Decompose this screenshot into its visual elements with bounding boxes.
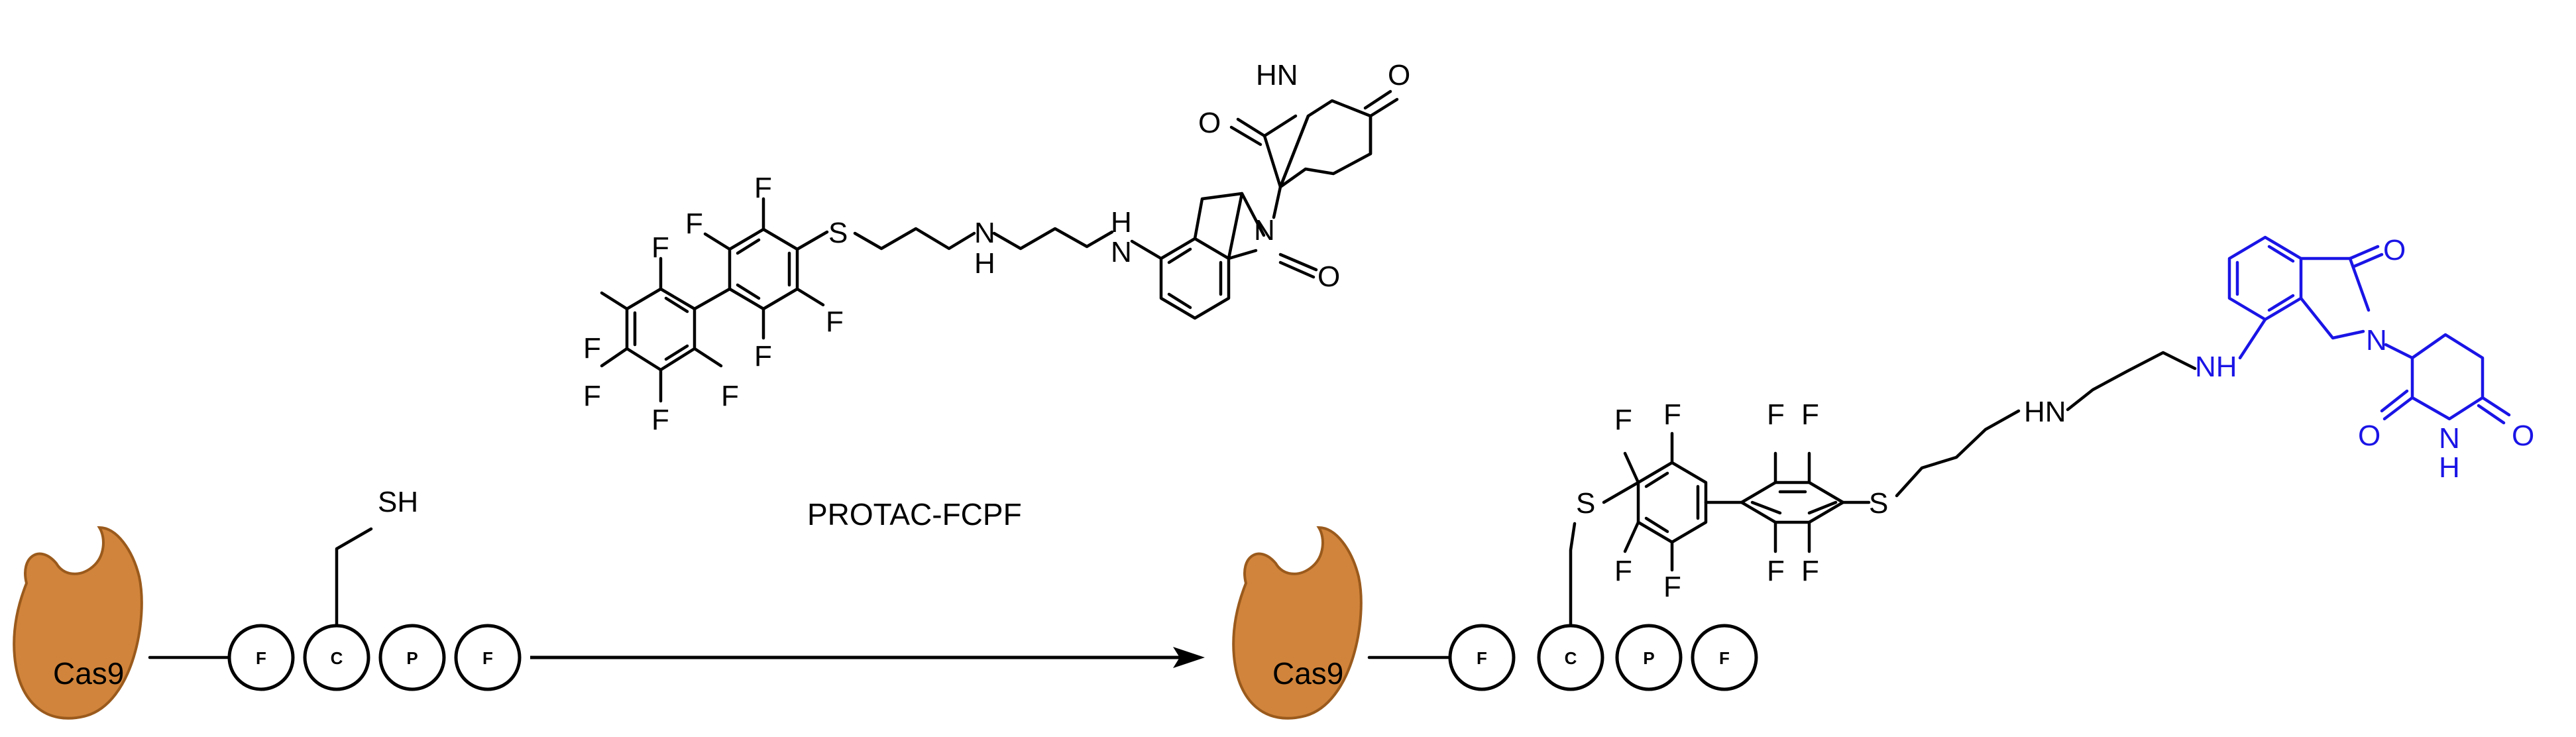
amine-hydrogen-label: H <box>974 247 995 280</box>
fluorine-label: F <box>651 231 669 264</box>
residue-phe <box>454 624 522 691</box>
fluorine-label: F <box>1663 398 1681 431</box>
glutarimide-ring <box>1278 99 1372 189</box>
fluorine-label: F <box>826 306 844 338</box>
residue-label: F <box>256 648 266 668</box>
residue-phe <box>1691 624 1758 691</box>
imide-oxygen-label: O <box>1198 107 1221 139</box>
aniline-nh-label: NH <box>2195 351 2237 383</box>
fluorine-label: F <box>1767 398 1785 431</box>
lactam-nitrogen-label: N <box>2366 324 2387 357</box>
lactam-oxygen-label: O <box>2383 234 2406 266</box>
fluorine-label: F <box>754 340 772 372</box>
protac-fcpf-structure: F F F F F F F F F S N H H N N O HN O O <box>583 59 1410 436</box>
residue-phe <box>227 624 295 691</box>
pentafluorophenyl-ring <box>625 287 697 372</box>
residue-pro <box>378 624 446 691</box>
imide-oxygen-label: O <box>2512 420 2534 452</box>
residue-label: F <box>1719 648 1730 668</box>
residue-pro <box>1615 624 1683 691</box>
fluorine-label: F <box>721 380 739 412</box>
residue-label: P <box>1643 648 1654 668</box>
fluorine-label: F <box>1767 555 1785 587</box>
isoindolinone-benzene <box>1159 237 1231 320</box>
residue-phe <box>1448 624 1516 691</box>
residue-label: P <box>406 648 418 668</box>
residue-label: C <box>1565 648 1577 668</box>
lactam-nitrogen-label: N <box>1254 214 1275 247</box>
sulfur-label: S <box>1576 487 1595 520</box>
cas9-fcpf-substrate: Cas9 F C P F SH <box>13 486 522 720</box>
imide-nitrogen-label: N <box>2439 422 2460 455</box>
amine-nitrogen-label: N <box>974 217 995 249</box>
fluorine-label: F <box>754 172 772 204</box>
lactam-oxygen-label: O <box>1317 260 1340 293</box>
cas9-protein-icon <box>13 526 143 720</box>
residue-label: F <box>1477 648 1487 668</box>
sulfur-label: S <box>1869 487 1888 520</box>
sulfur-label: S <box>828 217 848 249</box>
reaction-arrow <box>530 647 1205 668</box>
tetrafluorophenyl-ring <box>728 227 799 311</box>
fluorine-label: F <box>1614 404 1632 436</box>
fluorine-label: F <box>685 207 703 240</box>
imide-oxygen-label: O <box>2358 420 2380 452</box>
imide-nh-label: HN <box>1256 59 1298 91</box>
fluorine-label: F <box>1801 555 1819 587</box>
fluorine-label: F <box>1663 571 1681 603</box>
thiol-label: SH <box>378 486 418 518</box>
imide-hydrogen-label: H <box>2439 451 2460 484</box>
fluorine-label: F <box>651 404 669 436</box>
fluorine-label: F <box>583 332 601 365</box>
aniline-nitrogen-label: N <box>1111 236 1132 268</box>
aniline-hydrogen-label: H <box>1111 206 1132 239</box>
cas9-label: Cas9 <box>53 656 124 691</box>
amine-nh-label: HN <box>2024 396 2066 428</box>
fluorine-label: F <box>583 380 601 412</box>
cas9-label: Cas9 <box>1272 656 1343 691</box>
residue-label: F <box>482 648 493 668</box>
residue-label: C <box>331 648 343 668</box>
imide-oxygen-label: O <box>1388 59 1410 91</box>
fluorine-label: F <box>1614 555 1632 587</box>
cas9-protein-icon <box>1232 526 1363 720</box>
cas9-protac-conjugate: Cas9 F C P F <box>1232 234 2534 720</box>
fluorine-label: F <box>1801 398 1819 431</box>
compound-caption: PROTAC-FCPF <box>807 497 1022 532</box>
